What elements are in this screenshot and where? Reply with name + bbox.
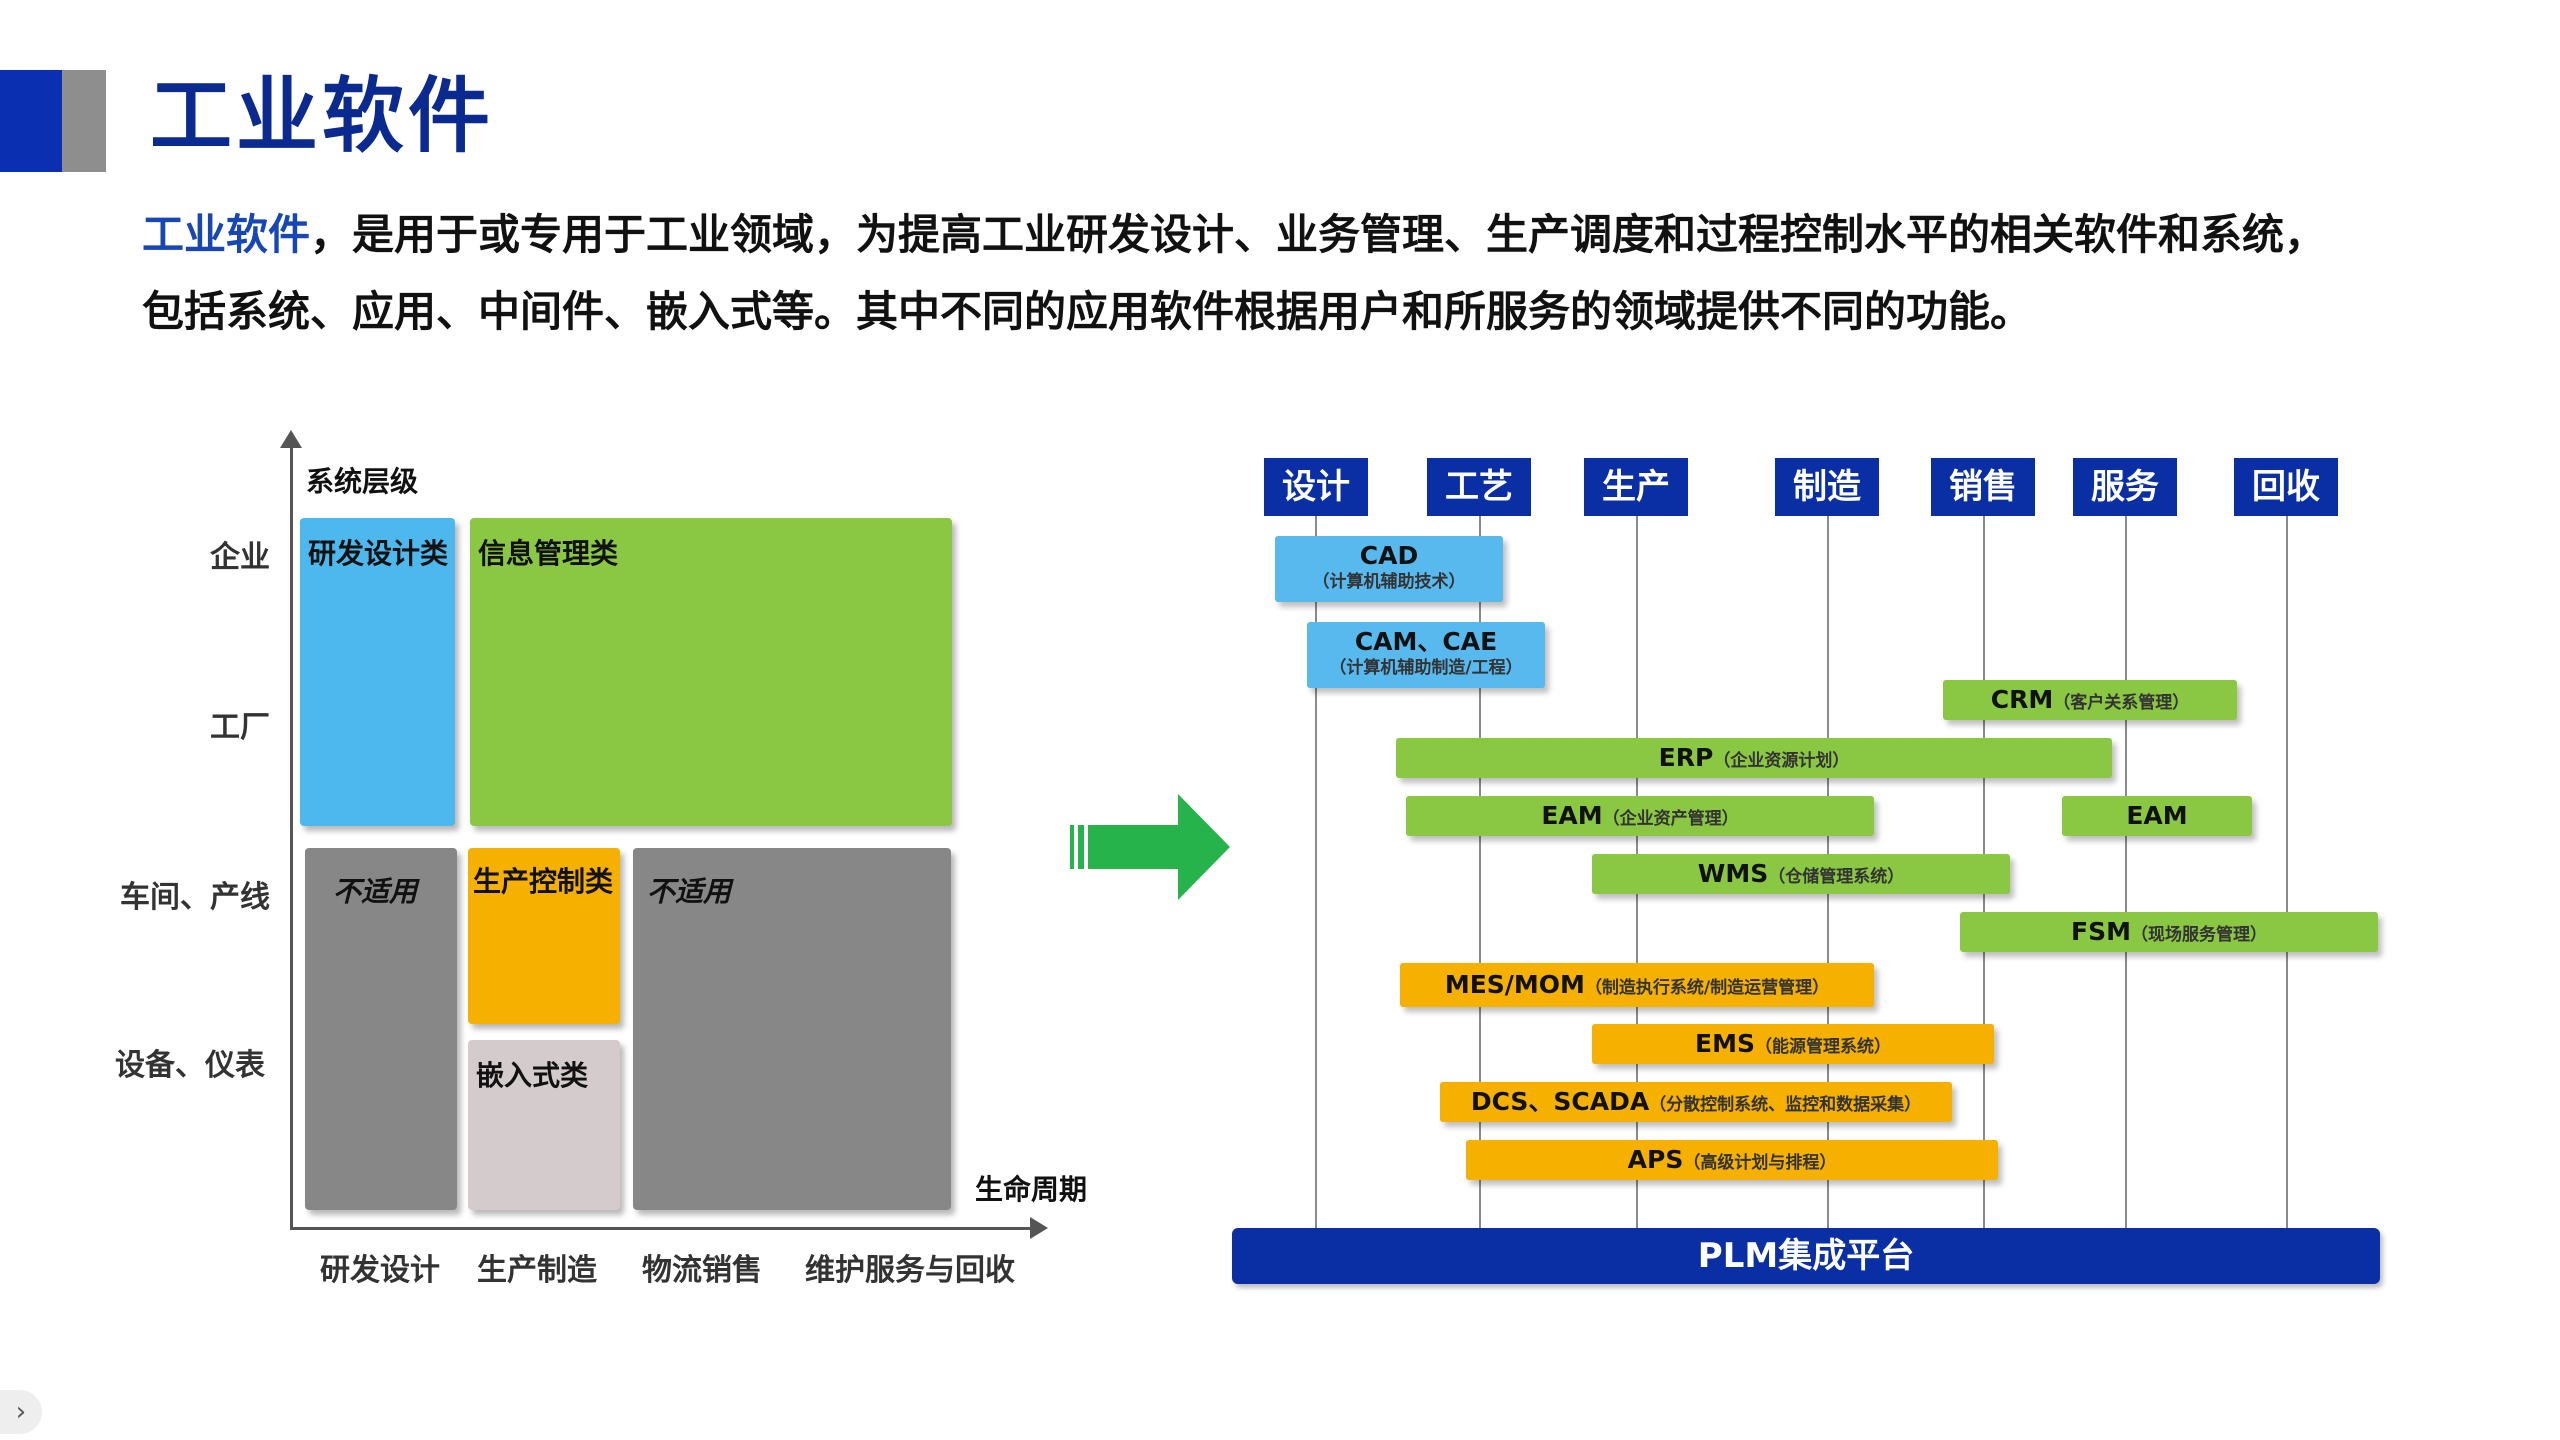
system-ems-desc: （能源管理系统） [1754, 1037, 1891, 1057]
stage-service: 服务 [2073, 458, 2177, 516]
system-dcs-scada-desc: （分散控制系统、监控和数据采集） [1649, 1095, 1922, 1115]
block-production-control: 生产控制类 [468, 848, 620, 1024]
y-level-factory: 工厂 [210, 710, 270, 745]
system-cad: CAD （计算机辅助技术） [1275, 536, 1503, 602]
system-aps-name: APS [1627, 1145, 1684, 1174]
system-aps: APS（高级计划与排程） [1466, 1140, 1998, 1180]
system-eam-name: EAM [1541, 801, 1603, 830]
y-axis-title: 系统层级 [306, 465, 419, 498]
block-not-applicable-right: 不适用 [633, 848, 951, 1210]
block-info-management: 信息管理类 [470, 518, 952, 826]
title-accent-bar [0, 70, 62, 172]
system-mes-mom-desc: （制造执行系统/制造运营管理） [1584, 978, 1830, 998]
y-level-workshop: 车间、产线 [120, 880, 270, 915]
stage-design: 设计 [1264, 458, 1368, 516]
system-fsm-desc: （现场服务管理） [2130, 925, 2267, 945]
block-na-right-label: 不适用 [647, 875, 732, 908]
system-aps-desc: （高级计划与排程） [1683, 1153, 1837, 1173]
system-ems-name: EMS [1695, 1029, 1755, 1058]
block-rd-design-label: 研发设计类 [308, 537, 449, 570]
system-crm: CRM（客户关系管理） [1943, 680, 2237, 720]
system-fsm-name: FSM [2071, 917, 2131, 946]
block-info-management-label: 信息管理类 [478, 537, 619, 570]
system-cad-desc: （计算机辅助技术） [1312, 572, 1466, 592]
description-line-1-text: ，是用于或专用于工业领域，为提高工业研发设计、业务管理、生产调度和过程控制水平的… [310, 210, 2327, 259]
page-title: 工业软件 [150, 69, 495, 164]
stage-process: 工艺 [1427, 458, 1531, 516]
block-production-control-label: 生产控制类 [473, 865, 614, 898]
system-cam-cae: CAM、CAE （计算机辅助制造/工程） [1307, 622, 1545, 688]
y-axis-arrow-icon [280, 430, 302, 448]
system-dcs-scada-name: DCS、SCADA [1470, 1087, 1650, 1116]
x-axis-title: 生命周期 [975, 1173, 1088, 1206]
right-arrow-icon [1070, 794, 1230, 900]
system-eam-service: EAM [2062, 796, 2252, 836]
plm-platform-bar: PLM集成平台 [1232, 1228, 2380, 1284]
system-mes-mom-name: MES/MOM [1444, 970, 1585, 999]
stage-production: 生产 [1584, 458, 1688, 516]
system-cam-cae-desc: （计算机辅助制造/工程） [1329, 658, 1523, 678]
block-embedded: 嵌入式类 [468, 1040, 620, 1210]
stage-line-service [2125, 516, 2127, 1228]
block-not-applicable-left: 不适用 [305, 848, 457, 1210]
system-crm-desc: （客户关系管理） [2053, 693, 2190, 713]
system-fsm: FSM（现场服务管理） [1960, 912, 2378, 952]
system-ems: EMS（能源管理系统） [1592, 1024, 1994, 1064]
block-na-left-label: 不适用 [333, 875, 418, 908]
system-erp-desc: （企业资源计划） [1713, 751, 1850, 771]
system-eam-desc: （企业资产管理） [1602, 809, 1739, 829]
stage-sales: 销售 [1931, 458, 2035, 516]
title-accent-bar-gray [62, 70, 106, 172]
x-stage-production: 生产制造 [477, 1253, 597, 1288]
system-wms-desc: （仓储管理系统） [1768, 867, 1905, 887]
system-eam-service-name: EAM [2126, 801, 2188, 830]
system-cad-name: CAD [1359, 541, 1419, 570]
stage-line-recycle [2286, 516, 2288, 1228]
stage-manufacturing: 制造 [1775, 458, 1879, 516]
system-erp-name: ERP [1658, 743, 1714, 772]
system-wms-name: WMS [1697, 859, 1769, 888]
x-stage-maintenance: 维护服务与回收 [805, 1253, 1015, 1288]
next-slide-chevron-icon[interactable]: › [0, 1390, 42, 1434]
system-dcs-scada: DCS、SCADA（分散控制系统、监控和数据采集） [1440, 1082, 1952, 1122]
y-axis [290, 438, 293, 1230]
description-highlight: 工业软件 [142, 210, 311, 259]
system-mes-mom: MES/MOM（制造执行系统/制造运营管理） [1400, 963, 1874, 1007]
description-line-2: 包括系统、应用、中间件、嵌入式等。其中不同的应用软件根据用户和所服务的领域提供不… [142, 287, 2033, 336]
system-wms: WMS（仓储管理系统） [1592, 854, 2010, 894]
stage-line-process [1479, 516, 1481, 1228]
description-line-1: 工业软件，是用于或专用于工业领域，为提高工业研发设计、业务管理、生产调度和过程控… [142, 205, 2442, 265]
system-erp: ERP（企业资源计划） [1396, 738, 2112, 778]
block-embedded-label: 嵌入式类 [476, 1059, 589, 1092]
x-axis [290, 1227, 1030, 1230]
y-level-equipment: 设备、仪表 [115, 1048, 265, 1083]
system-eam: EAM（企业资产管理） [1406, 796, 1874, 836]
x-axis-arrow-icon [1030, 1217, 1048, 1239]
x-stage-rd: 研发设计 [320, 1253, 440, 1288]
system-cam-cae-name: CAM、CAE [1354, 627, 1498, 656]
stage-line-design [1315, 516, 1317, 1228]
y-level-enterprise: 企业 [210, 540, 270, 575]
block-rd-design: 研发设计类 [300, 518, 455, 826]
x-stage-logistics: 物流销售 [642, 1253, 762, 1288]
system-crm-name: CRM [1990, 685, 2054, 714]
stage-recycle: 回收 [2234, 458, 2338, 516]
